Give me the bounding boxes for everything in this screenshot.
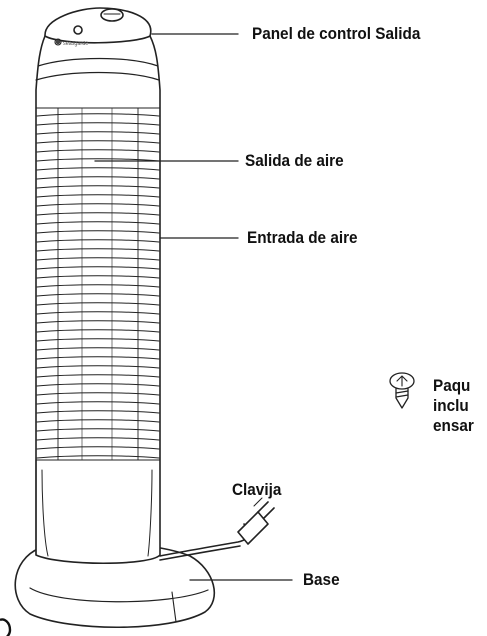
control-panel-shape (44, 7, 152, 46)
grille-slat (36, 383, 160, 387)
grille-slat (36, 293, 160, 297)
grille-slat (36, 419, 160, 423)
label-paquete-line3: ensar (433, 416, 474, 435)
label-entrada-aire: Entrada de aire (247, 228, 358, 247)
grille-slat (36, 239, 160, 243)
grille-slat (36, 320, 160, 324)
grille-slat (36, 122, 160, 126)
grille-slat (36, 167, 160, 171)
screw-icon (389, 372, 415, 409)
grille-slat (36, 374, 160, 378)
label-paquete: Paqu inclu ensar (433, 376, 474, 436)
grille-slat (36, 338, 160, 342)
fan-logo-icon (55, 39, 61, 45)
label-base: Base (303, 570, 340, 589)
logo-text: seasgarde (63, 41, 89, 47)
grille-slat (36, 329, 160, 333)
grille-slat (36, 194, 160, 198)
grille-slat (36, 113, 160, 117)
grille-slat (36, 311, 160, 315)
grille-slat (36, 275, 160, 279)
grille-slat (36, 158, 160, 162)
label-paquete-line2: inclu (433, 396, 469, 415)
grille-slat (36, 302, 160, 306)
grille-slat (36, 257, 160, 261)
grille-slat (36, 230, 160, 234)
grille-slat (36, 392, 160, 396)
grille-slat (36, 356, 160, 360)
grille-slat (36, 284, 160, 288)
label-paquete-line1: Paqu (433, 376, 471, 395)
grille-slat (36, 428, 160, 432)
plug-shape (237, 497, 275, 545)
grille-slat (36, 401, 160, 405)
grille-slat (36, 176, 160, 180)
grille-slat (36, 437, 160, 441)
grille-slat (36, 185, 160, 189)
label-salida-aire: Salida de aire (245, 151, 344, 170)
label-panel-salida: Panel de control Salida (252, 24, 421, 43)
grille-slat (36, 410, 160, 414)
grille-slat (36, 221, 160, 225)
label-clavija: Clavija (232, 480, 282, 499)
grille-slat (36, 149, 160, 153)
grille-slat (36, 212, 160, 216)
air-grille (35, 107, 161, 461)
grille-slat (36, 455, 160, 459)
leader-lines (94, 33, 293, 581)
grille-slat (36, 446, 160, 450)
grille-slat (36, 347, 160, 351)
grille-slat (36, 131, 160, 135)
grille-slat (36, 248, 160, 252)
page-edge-glyph (0, 618, 12, 636)
grille-slat (36, 365, 160, 369)
grille-slat (36, 203, 160, 207)
grille-slat (36, 266, 160, 270)
grille-slat (36, 140, 160, 144)
